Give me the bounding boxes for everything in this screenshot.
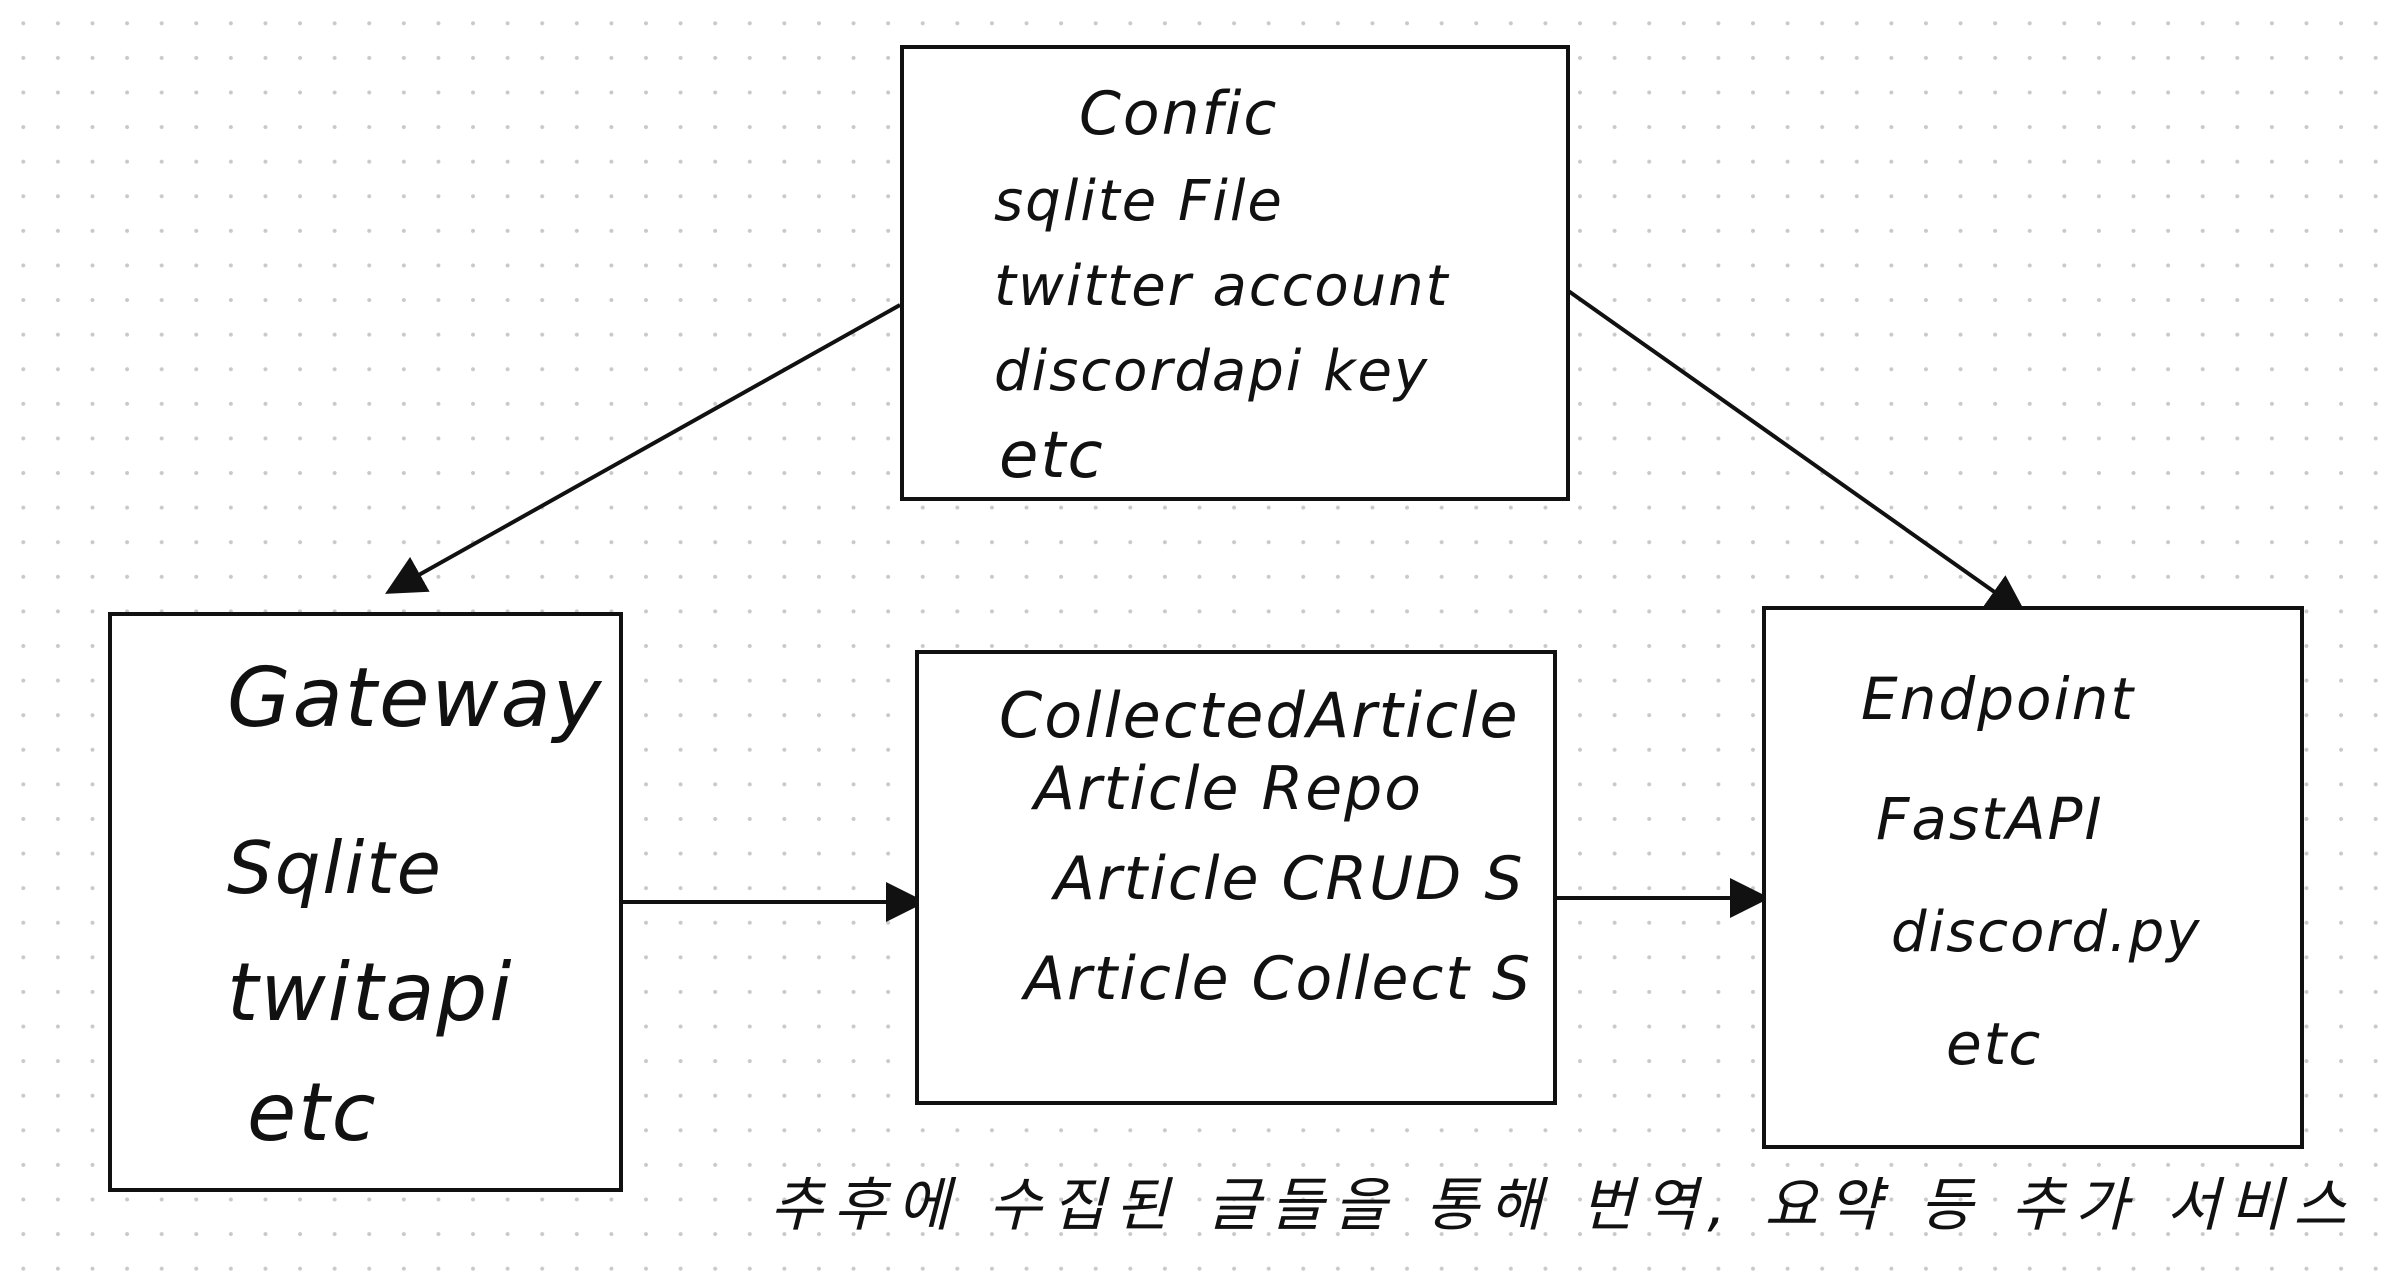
config-line-sqlite-file: sqlite File — [994, 169, 1284, 234]
arrow-config-to-endpoint — [1565, 288, 2027, 615]
arrow-config-to-gateway — [385, 303, 901, 594]
config-line-etc: etc — [999, 419, 1105, 493]
collected-article-box: CollectedArticle Article Repo Article CR… — [915, 650, 1557, 1105]
future-services-note: 추후에 수집된 글들을 통해 번역, 요약 등 추가 서비스 — [770, 1171, 2357, 1239]
endpoint-line-discord-py: discord.py — [1891, 900, 2202, 965]
config-line-twitter-account: twitter account — [994, 254, 1450, 319]
endpoint-line-fastapi: FastAPI — [1876, 785, 2104, 853]
collected-article-line-collect-service: Article Collect S — [1024, 944, 1533, 1014]
config-title: Confic — [1079, 79, 1279, 149]
collected-article-title: CollectedArticle — [999, 679, 1520, 752]
endpoint-box: Endpoint FastAPI discord.py etc — [1762, 606, 2304, 1149]
gateway-title: Gateway — [227, 651, 604, 746]
endpoint-line-etc: etc — [1946, 1010, 2043, 1078]
config-box: Confic sqlite File twitter account disco… — [900, 45, 1570, 501]
config-line-discord-api-key: discordapi key — [994, 339, 1430, 404]
endpoint-title: Endpoint — [1861, 665, 2136, 733]
gateway-line-etc: etc — [247, 1066, 378, 1159]
collected-article-line-crud-service: Article CRUD S — [1054, 844, 1525, 914]
collected-article-line-repo: Article Repo — [1034, 754, 1423, 824]
gateway-box: Gateway Sqlite twitapi etc — [108, 612, 623, 1192]
gateway-line-sqlite: Sqlite — [227, 826, 443, 910]
gateway-line-twitapi: twitapi — [227, 946, 514, 1039]
